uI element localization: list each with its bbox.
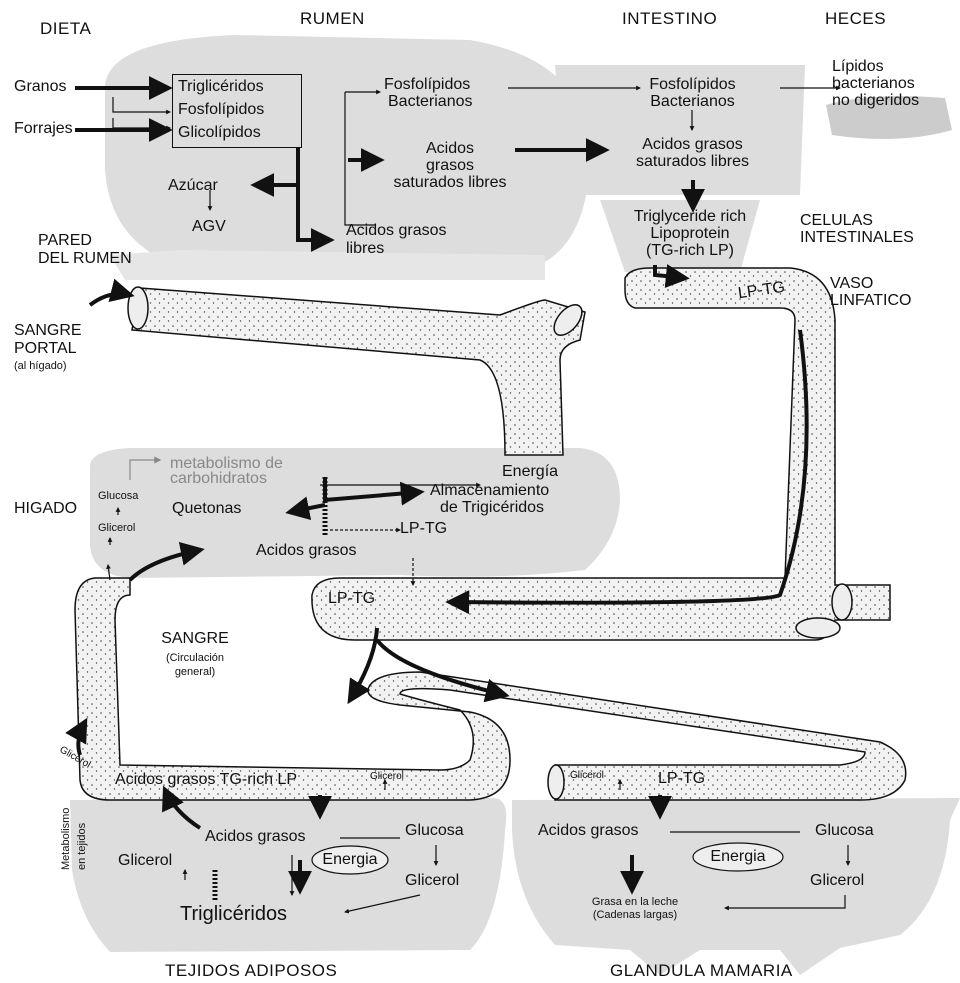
liver-region [90,448,620,578]
label-higado-glucosa: Glucosa [98,490,139,502]
label-forrajes: Forrajes [14,120,73,137]
header-dieta: DIETA [40,19,92,38]
label-agv: AGV [192,218,226,235]
label-acidos-libres-2: libres [346,240,385,257]
label-sangre-portal-2: PORTAL [14,340,77,357]
header-rumen: RUMEN [300,9,365,28]
label-mammary-lp-tg: LP-TG [658,770,706,787]
dietary-lipids-box [172,74,302,148]
label-tg-3: (TG-rich LP) [646,242,734,259]
label-tg-2: Lipoprotein [650,225,730,242]
energia-oval-adipose [311,845,389,875]
label-azucar: Azúcar [168,177,218,194]
portal-vessel [131,287,586,456]
label-fosfo-bact-1: Fosfolípidos [384,76,471,93]
label-higado-acidos: Acidos grasos [256,542,357,559]
feces-region [826,96,952,139]
label-sangre-3: general) [174,666,216,678]
label-metab-carb-2: carbohidratos [170,470,267,487]
label-glicolipidos: Glicolípidos [178,124,261,141]
label-grasa-leche-2: (Cadenas largas) [592,909,678,921]
label-adipose-glucosa: Glucosa [405,822,464,839]
label-sangre-1: SANGRE [161,630,229,647]
header-glandula-mamaria: GLANDULA MAMARIA [610,961,793,980]
label-higado-lp-tg: LP-TG [400,520,448,537]
label-heces-3: no digeridos [832,92,920,109]
label-mammary-acidos: Acidos grasos [538,822,639,839]
label-sangre-lp-tg: LP-TG [328,590,376,607]
label-trigliceridos: Triglicéridos [178,78,264,95]
label-higado: HIGADO [14,500,78,517]
rumen-wall-region [110,250,545,280]
label-metab-tejidos-2: en tejidos [76,822,88,870]
thick-arrows [65,76,809,900]
intestinal-cells-region [600,200,760,272]
label-int-fosfo-2: Bacterianos [650,93,735,110]
label-pared-1: PARED [38,232,92,249]
label-sangre-2: (Circulación [165,652,225,664]
label-fosfolipidos: Fosfolípidos [178,101,265,118]
label-vaso-1: VASO [830,275,874,292]
label-sangre-portal-1: SANGRE [14,322,82,339]
header-intestino: INTESTINO [622,9,718,28]
label-adipose-glicerol-right: Glicerol [405,872,460,889]
header-heces: HECES [825,9,887,28]
grey-arrow [129,456,162,480]
label-celulas-1: CELULAS [800,212,873,229]
label-mammary-glucosa: Glucosa [815,822,874,839]
label-almac-2: de Trigicéridos [440,499,545,516]
label-celulas-2: INTESTINALES [800,229,914,246]
label-metab-carb-1: metabolismo de [170,455,283,472]
label-grasa-leche-1: Grasa en la leche [591,896,679,908]
label-acidos-sat-1: Acidos [425,140,475,157]
label-fosfo-bact-2: Bacterianos [388,93,473,110]
label-mammary-energia: Energia [710,848,766,865]
label-almac-1: Almacenamiento [430,482,550,499]
rumen-region [105,35,590,265]
label-quetonas: Quetonas [172,500,242,517]
label-acidos-sat-2: grasos [425,157,475,174]
label-acidos-libres-1: Acidos grasos [346,222,447,239]
label-heces-2: bacterianos [832,75,915,92]
intestine-region [555,65,805,195]
label-adipose-glicerol-left: Glicerol [118,852,173,869]
label-sangre-portal-3: (al hígado) [14,360,67,372]
label-mammary-glicerol: Glicerol [810,872,865,889]
label-heces-1: Lípidos [832,58,884,75]
label-pared-2: DEL RUMEN [38,250,132,267]
energia-oval-mammary [692,842,784,872]
label-adipose-energia: Energia [322,851,378,868]
label-acidos-tg-rich: Acidos grasos TG-rich LP [115,771,297,788]
label-int-fosfo-1: Fosfolípidos [649,76,736,93]
label-metab-tejidos-1: Metabolismo [60,807,72,870]
header-tejidos-adiposos: TEJIDOS ADIPOSOS [165,961,338,980]
label-vaso-2: LINFATICO [830,292,912,309]
label-higado-glicerol: Glicerol [98,522,136,534]
label-tg-1: Triglyceride rich [633,208,747,225]
mammary-region [512,798,960,975]
label-adipose-acidos: Acidos grasos [205,828,306,845]
label-glicerol-right: Glicerol [570,770,604,781]
label-adipose-trigliceridos: Triglicéridos [180,903,288,925]
label-glicerol-mid: Glicerol [370,771,404,782]
label-acidos-sat-3: saturados libres [393,174,507,191]
label-int-acidos-1: Acidos grasos [642,136,743,153]
label-energia: Energía [502,463,559,480]
label-int-acidos-2: saturados libres [636,153,749,170]
label-granos: Granos [14,78,67,95]
